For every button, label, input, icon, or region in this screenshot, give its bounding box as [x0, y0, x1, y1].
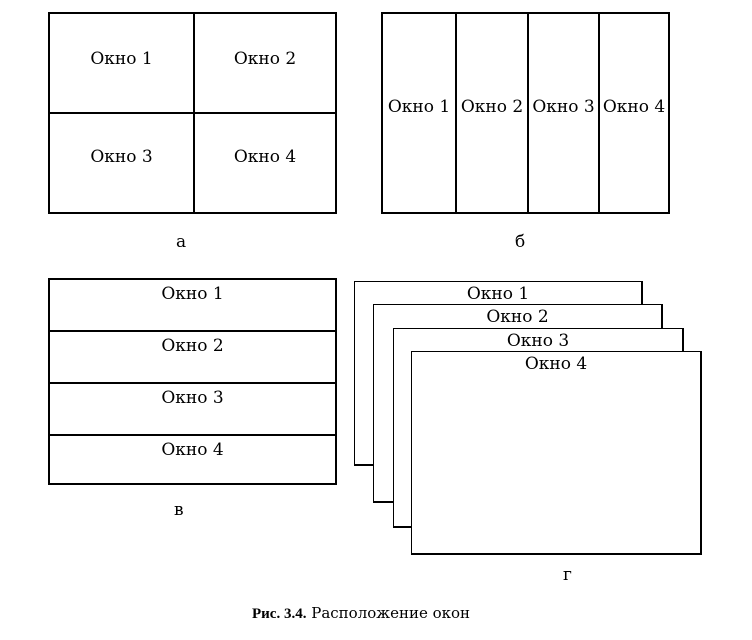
diagram-b-window-1-label: Окно 1 [387, 97, 451, 117]
diagram-b-window-4-label: Окно 4 [602, 97, 666, 117]
diagram-v-window-4-label: Окно 4 [161, 440, 224, 460]
diagram-g-window-3-title: Окно 3 [506, 331, 570, 351]
diagram-b-window-1: Окно 1 [383, 14, 455, 212]
diagram-g-window-4: Окно 4 [411, 351, 702, 555]
diagram-b-window-2: Окно 2 [457, 14, 527, 212]
diagram-b-letter: б [515, 232, 526, 252]
diagram-a-window-2-label: Окно 2 [233, 49, 297, 69]
diagram-v-window-1-label: Окно 1 [161, 284, 224, 304]
diagram-b-window-3-label: Окно 3 [532, 97, 595, 117]
diagram-b-divider-1 [455, 14, 457, 212]
figure-caption-text: Расположение окон [311, 604, 471, 622]
diagram-a-window-3-label: Окно 3 [90, 147, 153, 167]
diagram-a-letter: а [176, 232, 187, 252]
diagram-b-divider-2 [527, 14, 529, 212]
diagram-v-divider-2 [50, 382, 335, 384]
diagram-b-window-4: Окно 4 [600, 14, 668, 212]
diagram-v-horizontal-tiles: Окно 1 Окно 2 Окно 3 Окно 4 [48, 278, 337, 485]
diagram-g-letter: г [563, 565, 572, 585]
diagram-v-window-2-label: Окно 2 [161, 336, 224, 356]
diagram-a-window-3: Окно 3 [50, 114, 193, 212]
diagram-b-divider-3 [598, 14, 600, 212]
diagram-a-window-1-label: Окно 1 [90, 49, 153, 69]
diagram-a-window-4: Окно 4 [195, 114, 335, 212]
diagram-b-vertical-tiles: Окно 1 Окно 2 Окно 3 Окно 4 [381, 12, 670, 214]
diagram-a-tiled-grid: Окно 1 Окно 2 Окно 3 Окно 4 [48, 12, 337, 214]
figure-caption: Рис. 3.4. Расположение окон [252, 604, 470, 623]
diagram-v-letter: в [174, 500, 184, 520]
diagram-v-divider-3 [50, 434, 335, 436]
diagram-g-window-2-title: Окно 2 [486, 307, 549, 327]
diagram-v-window-3-label: Окно 3 [161, 388, 224, 408]
diagram-g-window-1-title: Окно 1 [466, 284, 530, 304]
diagram-a-window-1: Окно 1 [50, 14, 193, 112]
diagram-a-window-2: Окно 2 [195, 14, 335, 112]
diagram-b-window-3: Окно 3 [529, 14, 598, 212]
diagram-a-horizontal-divider [50, 112, 335, 114]
diagram-b-window-2-label: Окно 2 [460, 97, 524, 117]
diagram-a-window-4-label: Окно 4 [233, 147, 297, 167]
figure-caption-number: Рис. 3.4. [252, 606, 307, 622]
diagram-g-window-4-title: Окно 4 [524, 354, 588, 374]
diagram-v-divider-1 [50, 330, 335, 332]
